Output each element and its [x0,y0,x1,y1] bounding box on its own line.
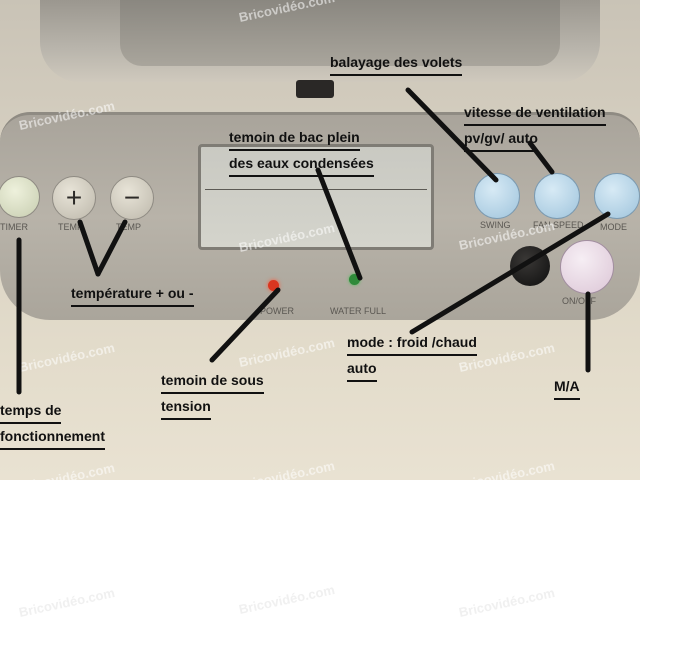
temp-up-label: TEMP [58,222,84,232]
water-full-label: WATER FULL [330,306,387,316]
fan-speed-button[interactable] [534,173,580,219]
annotation-mode: mode : froid /chaud auto [347,330,477,382]
annotation-bac-plein: temoin de bac plein des eaux condensées [229,125,374,177]
temp-up-button[interactable]: + [52,176,96,220]
pointer-temp-up [77,219,101,277]
pointer-swing [405,87,499,183]
fan-speed-label: FAN SPEED [533,220,584,230]
annotation-sous-tension: temoin de sous tension [161,368,264,420]
pointer-water-full [315,167,363,281]
power-led [268,280,279,291]
pointer-mode [409,211,611,335]
annotation-fonctionnement: temps de fonctionnement [0,398,105,450]
mode-label: MODE [600,222,627,232]
annotation-vitesse: vitesse de ventilation pv/gv/ auto [464,100,606,152]
temp-down-label: TEMP [116,222,142,232]
top-lid [40,0,600,82]
water-full-led [349,274,360,285]
swing-label: SWING [480,220,511,230]
on-off-button[interactable] [560,240,614,294]
annotation-ma: M/A [554,374,580,400]
lid-clip [296,80,334,98]
pointer-power [209,287,281,363]
plus-icon: + [65,182,83,213]
temp-down-button[interactable]: − [110,176,154,220]
lcd-display [198,144,434,250]
mode-button[interactable] [594,173,640,219]
pointer-temp-down [95,219,128,277]
annotation-temperature: température + ou - [71,281,194,307]
minus-icon: − [123,182,141,213]
timer-label: TIMER [0,222,28,232]
annotation-balayage: balayage des volets [330,50,463,76]
timer-button[interactable] [0,176,40,218]
swing-button[interactable] [474,173,520,219]
pointer-fan-speed [527,140,555,175]
on-off-label: ON/OFF [562,296,596,306]
power-label: POWER [260,306,295,316]
